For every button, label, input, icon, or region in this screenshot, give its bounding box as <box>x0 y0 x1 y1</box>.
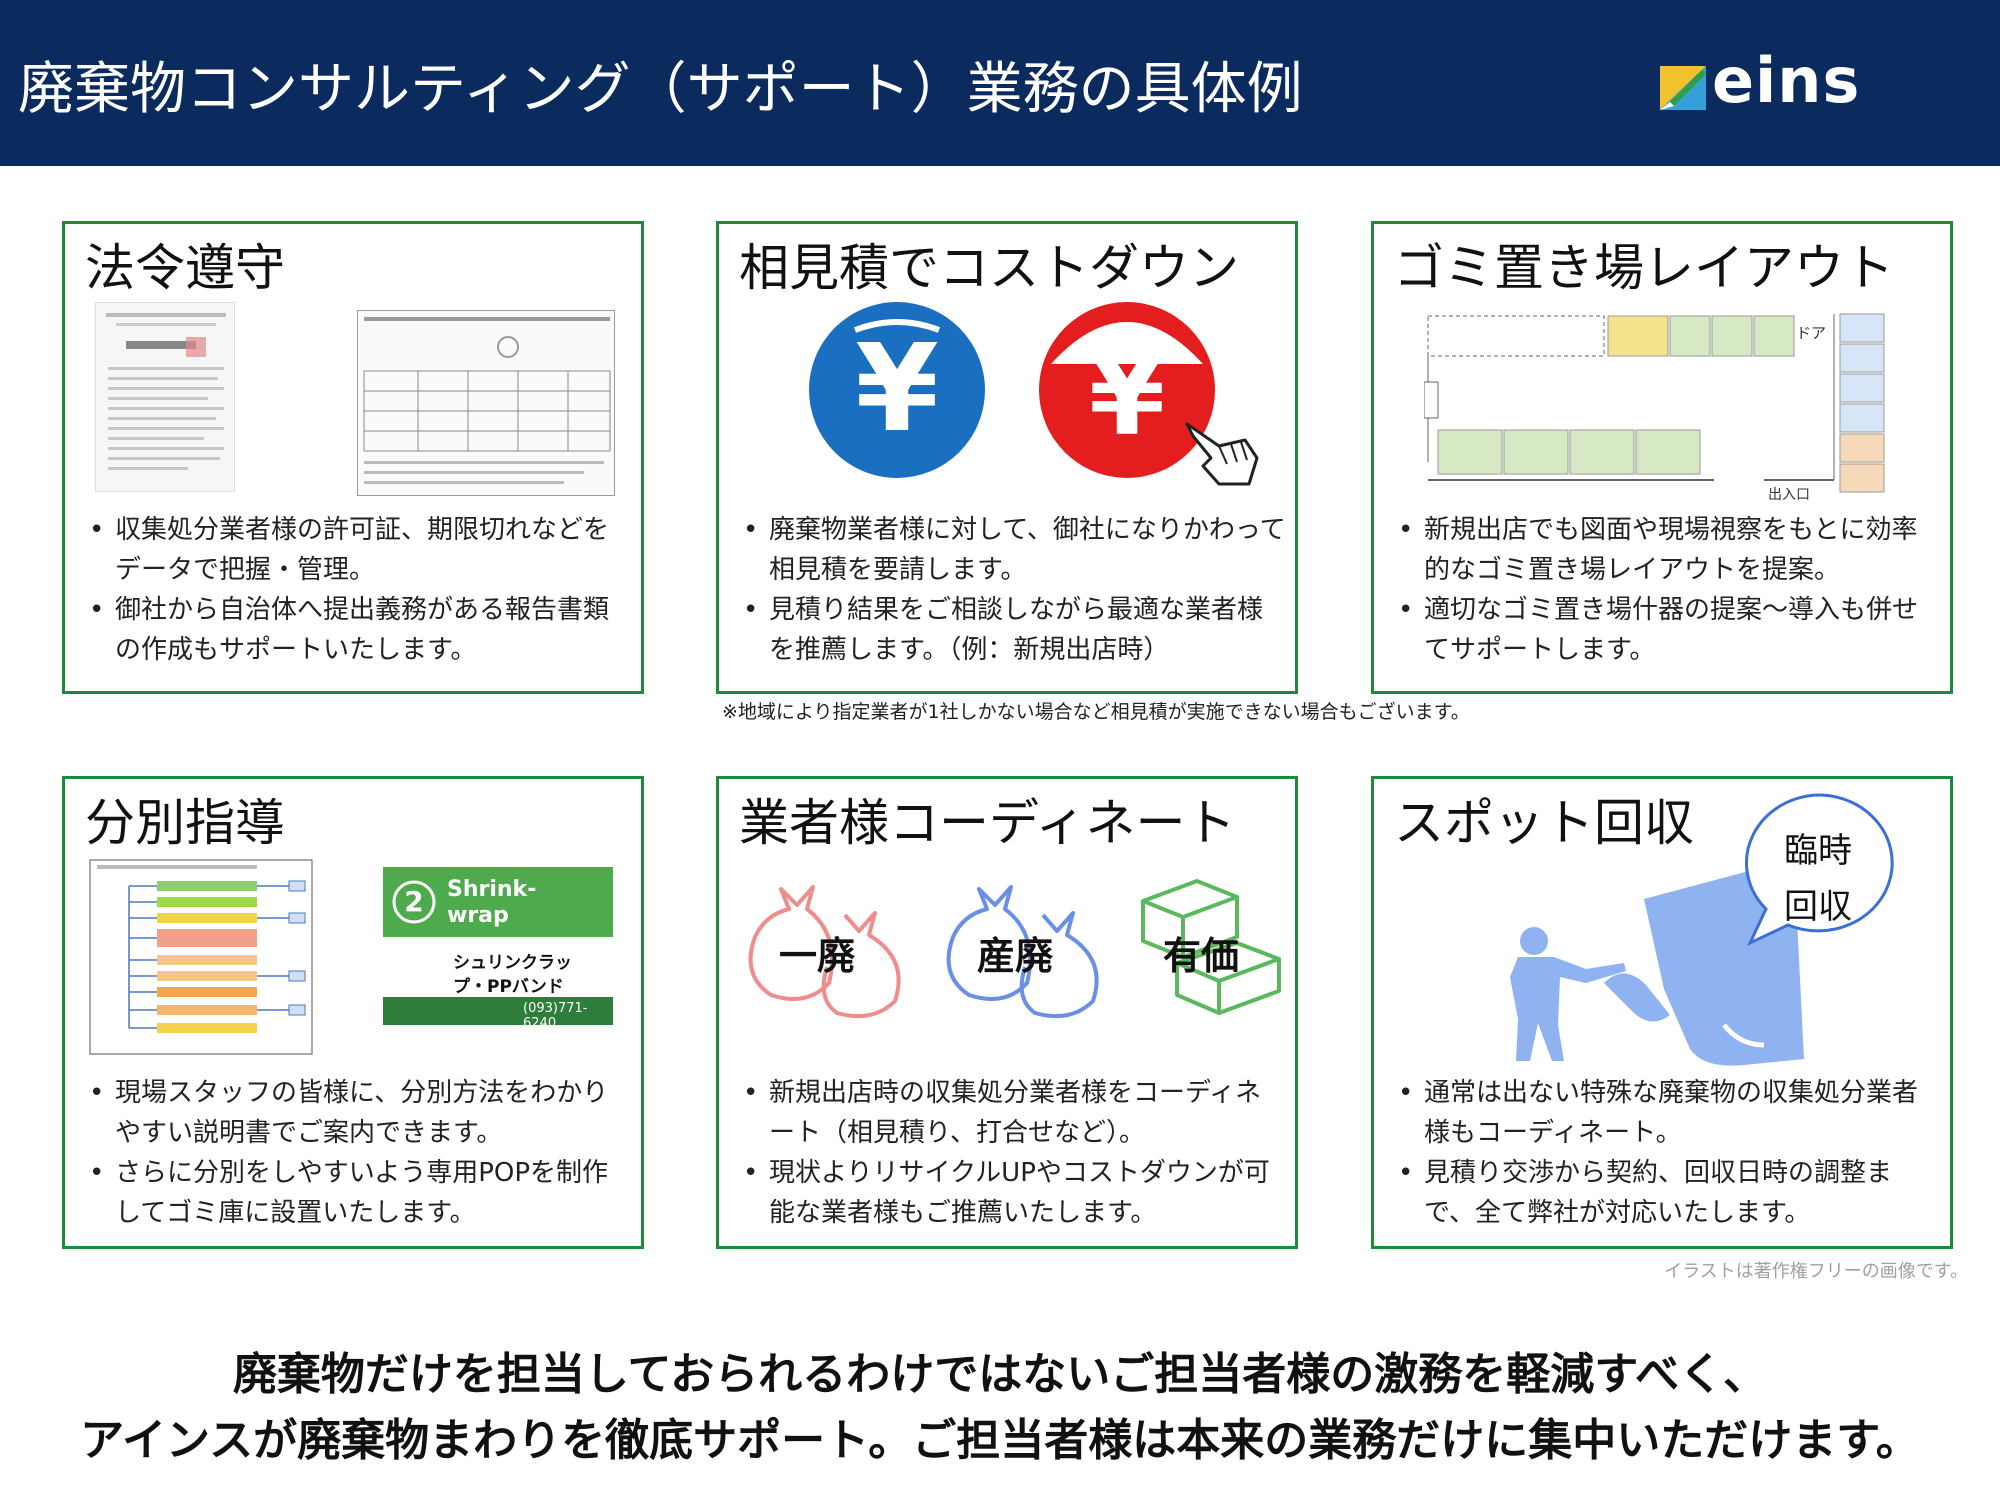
footnote: ※地域により指定業者が1社しかない場合など相見積が実施できない場合もございます。 <box>722 701 1470 723</box>
footer-message-line1: 廃棄物だけを担当しておられるわけではないご担当者様の激務を軽減すべく、 <box>232 1349 1768 1400</box>
garbage-bag-blue-icon <box>946 885 1099 1019</box>
card-sorting-guidance: 分別指導 2 Shr <box>62 776 644 1249</box>
list-item: 適切なゴミ置き場什器の提案～導入も併せてサポートします。 <box>1396 590 1941 670</box>
bullet-list: 新規出店時の収集処分業者様をコーディネート（相見積り、打合せなど）。 現状よりリ… <box>741 1073 1286 1233</box>
layout-floor-plan-image: ドア 出入口 <box>1424 312 1904 503</box>
list-item: 収集処分業者様の許可証、期限切れなどをデータで把握・管理。 <box>87 510 632 590</box>
label-industrial-waste: 産廃 <box>977 934 1054 978</box>
footer-message-line2: アインスが廃棄物まわりを徹底サポート。ご担当者様は本来の業務だけに集中いただけま… <box>80 1415 1920 1466</box>
card-title: 分別指導 <box>85 794 285 852</box>
header-bar: 廃棄物コンサルティング（サポート）業務の具体例 eins <box>0 0 2000 166</box>
entrance-label: 出入口 <box>1768 487 1810 503</box>
list-item: 現状よりリサイクルUPやコストダウンが可能な業者様もご推薦いたします。 <box>741 1153 1286 1233</box>
cardboard-boxes-icon <box>1141 879 1281 1015</box>
yen-coin-blue-icon: ¥ <box>807 300 987 480</box>
door-label: ドア <box>1796 324 1827 342</box>
card-title: スポット回収 <box>1394 794 1694 852</box>
card-title: 相見積でコストダウン <box>739 239 1239 297</box>
list-item: 御社から自治体へ提出義務がある報告書類の作成もサポートいたします。 <box>87 590 632 670</box>
yen-symbol: ¥ <box>1088 332 1166 460</box>
manual-en-title: Shrink-wrap <box>447 877 537 928</box>
card-garbage-layout: ゴミ置き場レイアウト ドア 出入口 新規出店でも図面や現場 <box>1371 221 1953 694</box>
sorting-manual-image <box>89 859 313 1055</box>
bullet-list: 通常は出ない特殊な廃棄物の収集処分業者様もコーディネート。 見積り交渉から契約、… <box>1396 1073 1941 1233</box>
label-valuables: 有価 <box>1163 934 1240 978</box>
bullet-list: 収集処分業者様の許可証、期限切れなどをデータで把握・管理。 御社から自治体へ提出… <box>87 510 632 670</box>
yen-coin-red-icon: ¥ <box>1037 300 1217 480</box>
list-item: 見積り交渉から契約、回収日時の調整まで、全て弊社が対応いたします。 <box>1396 1153 1941 1233</box>
list-item: 廃棄物業者様に対して、御社になりかわって相見積を要請します。 <box>741 510 1286 590</box>
permit-document-image <box>95 302 235 492</box>
bullet-list: 廃棄物業者様に対して、御社になりかわって相見積を要請します。 見積り結果をご相談… <box>741 510 1286 670</box>
label-general-waste: 一廃 <box>779 934 856 978</box>
logo-text: eins <box>1712 44 1861 117</box>
card-legal-compliance: 法令遵守 <box>62 221 644 694</box>
card-vendor-coordination: 業者様コーディネート 一廃 産廃 有価 新規出店時の収集処分業者様をコーディネー… <box>716 776 1298 1249</box>
page-title: 廃棄物コンサルティング（サポート）業務の具体例 <box>18 57 1303 122</box>
manual-phone: (093)771-6240 <box>523 1001 588 1031</box>
list-item: 現場スタッフの皆様に、分別方法をわかりやすい説明書でご案内できます。 <box>87 1073 632 1153</box>
pointing-hand-icon <box>1185 422 1259 486</box>
manual-number: 2 <box>404 885 424 918</box>
bullet-list: 現場スタッフの皆様に、分別方法をわかりやすい説明書でご案内できます。 さらに分別… <box>87 1073 632 1233</box>
shrink-wrap-pop-image: 2 Shrink-wrap シュリンクラップ・PPバンド (093)771-62… <box>383 867 613 1031</box>
manual-jp-title: シュリンクラップ・PPバンド <box>453 953 572 997</box>
bubble-text-line2: 回収 <box>1784 887 1852 927</box>
eins-logo: eins <box>1656 44 1866 120</box>
list-item: さらに分別をしやすいよう専用POPを制作してゴミ庫に設置いたします。 <box>87 1153 632 1233</box>
speech-bubble-icon <box>1744 793 1894 947</box>
list-item: 見積り結果をご相談しながら最適な業者様を推薦します。（例：新規出店時） <box>741 590 1286 670</box>
bullet-list: 新規出店でも図面や現場視察をもとに効率的なゴミ置き場レイアウトを提案。 適切なゴ… <box>1396 510 1941 670</box>
bubble-text-line1: 臨時 <box>1784 831 1852 871</box>
garbage-bag-pink-icon <box>748 885 901 1019</box>
list-item: 新規出店時の収集処分業者様をコーディネート（相見積り、打合せなど）。 <box>741 1073 1286 1153</box>
card-title: 業者様コーディネート <box>739 794 1236 852</box>
card-title: 法令遵守 <box>85 239 285 297</box>
card-title: ゴミ置き場レイアウト <box>1394 239 1894 297</box>
list-item: 通常は出ない特殊な廃棄物の収集処分業者様もコーディネート。 <box>1396 1073 1941 1153</box>
logo-mark-icon <box>1660 66 1706 110</box>
illustration-credit: イラストは著作権フリーの画像です。 <box>1664 1261 1968 1282</box>
card-cost-down: 相見積でコストダウン ¥ ¥ 廃棄物業者様に対して、御社になりかわって相見積を要… <box>716 221 1298 694</box>
yen-symbol: ¥ <box>855 320 939 459</box>
number-circle-icon <box>392 880 436 924</box>
card-spot-collection: スポット回収 臨時 回収 通常は出ない特殊な廃棄物の収集処分業者様もコーディネー… <box>1371 776 1953 1249</box>
report-form-image <box>357 310 615 496</box>
list-item: 新規出店でも図面や現場視察をもとに効率的なゴミ置き場レイアウトを提案。 <box>1396 510 1941 590</box>
